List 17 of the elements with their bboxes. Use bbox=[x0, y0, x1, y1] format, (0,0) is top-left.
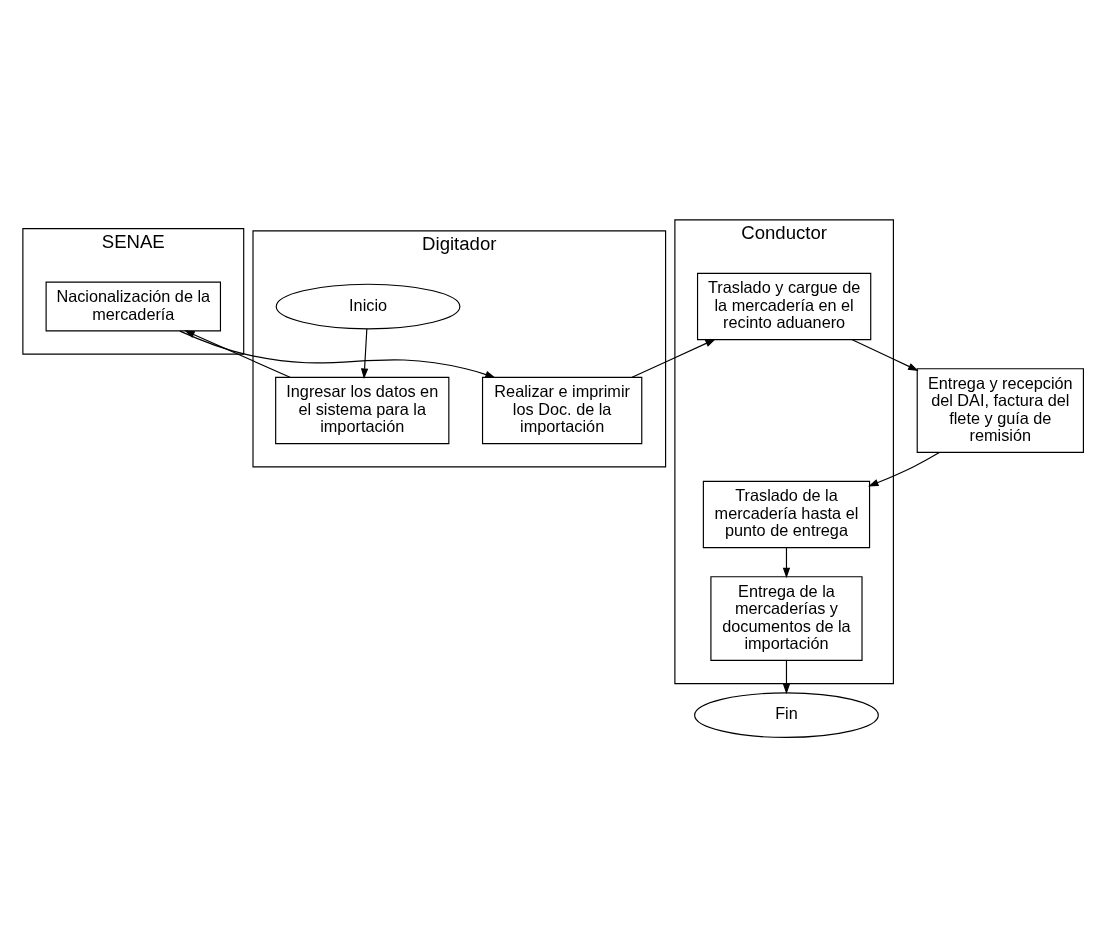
arrow bbox=[179, 330, 496, 378]
arrow bbox=[868, 451, 940, 486]
node-box: Ingresar los datos en el sistema para la importación bbox=[275, 376, 450, 444]
node-box: Nacionalización de la mercadería bbox=[45, 281, 222, 331]
node-box: Traslado y cargue de la mercadería en el recinto aduanero bbox=[696, 272, 872, 340]
node-ellipse: Inicio bbox=[275, 283, 461, 329]
arrow bbox=[360, 327, 369, 379]
arrow bbox=[851, 338, 919, 371]
node-box: Traslado de la mercadería hasta el punto de entrega bbox=[702, 480, 871, 548]
node-box: Entrega de la mercaderías y documentos de la importación bbox=[710, 575, 863, 661]
node-box: Realizar e imprimir los Doc. de la importación bbox=[481, 376, 643, 444]
arrow bbox=[782, 546, 791, 578]
arrow bbox=[184, 329, 291, 378]
arrow bbox=[631, 338, 716, 378]
node-ellipse: Fin bbox=[694, 691, 879, 738]
node-box: Entrega y recepción del DAI, factura del flete y guía de remisión bbox=[916, 367, 1084, 453]
arrow bbox=[782, 659, 791, 694]
